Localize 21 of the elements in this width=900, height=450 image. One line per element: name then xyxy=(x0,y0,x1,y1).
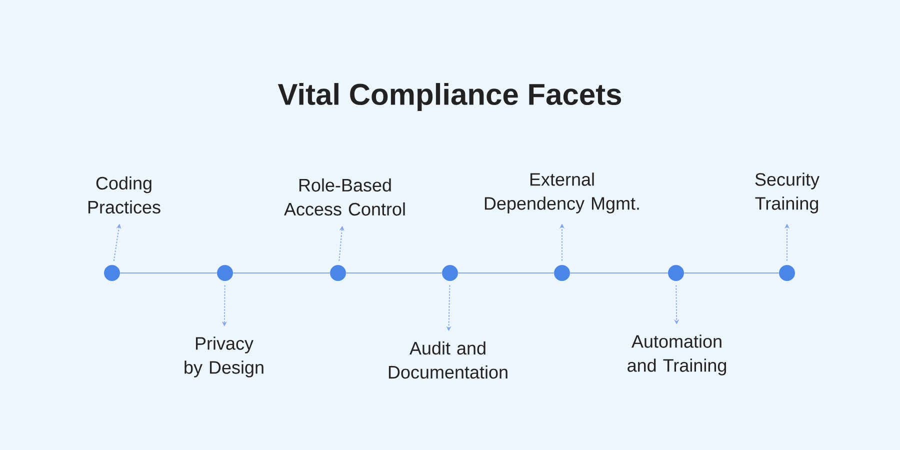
timeline-line xyxy=(684,272,780,274)
facet-label: Role-Based Access Control xyxy=(284,178,405,216)
timeline-line xyxy=(570,272,668,274)
timeline-line xyxy=(346,272,442,274)
title: Vital Compliance Facets xyxy=(278,83,622,111)
timeline-line xyxy=(458,272,554,274)
facet-label: Privacy by Design xyxy=(184,336,264,378)
facet-label: Automation and Training xyxy=(628,334,726,376)
facet-label: Audit and Documentation xyxy=(388,341,508,379)
dot-marker xyxy=(442,265,458,281)
timeline-line xyxy=(232,272,330,274)
facet-label: Coding Practices xyxy=(88,176,160,214)
dot-marker xyxy=(104,265,120,281)
facet-label: External Dependency Mgmt. xyxy=(484,172,639,214)
dot-marker xyxy=(554,265,570,281)
dot-marker xyxy=(217,265,233,281)
dot-marker xyxy=(779,265,795,281)
dot-marker xyxy=(330,265,346,281)
timeline-line xyxy=(120,272,218,274)
dot-marker xyxy=(668,265,684,281)
facet-label: Security Training xyxy=(755,172,820,214)
